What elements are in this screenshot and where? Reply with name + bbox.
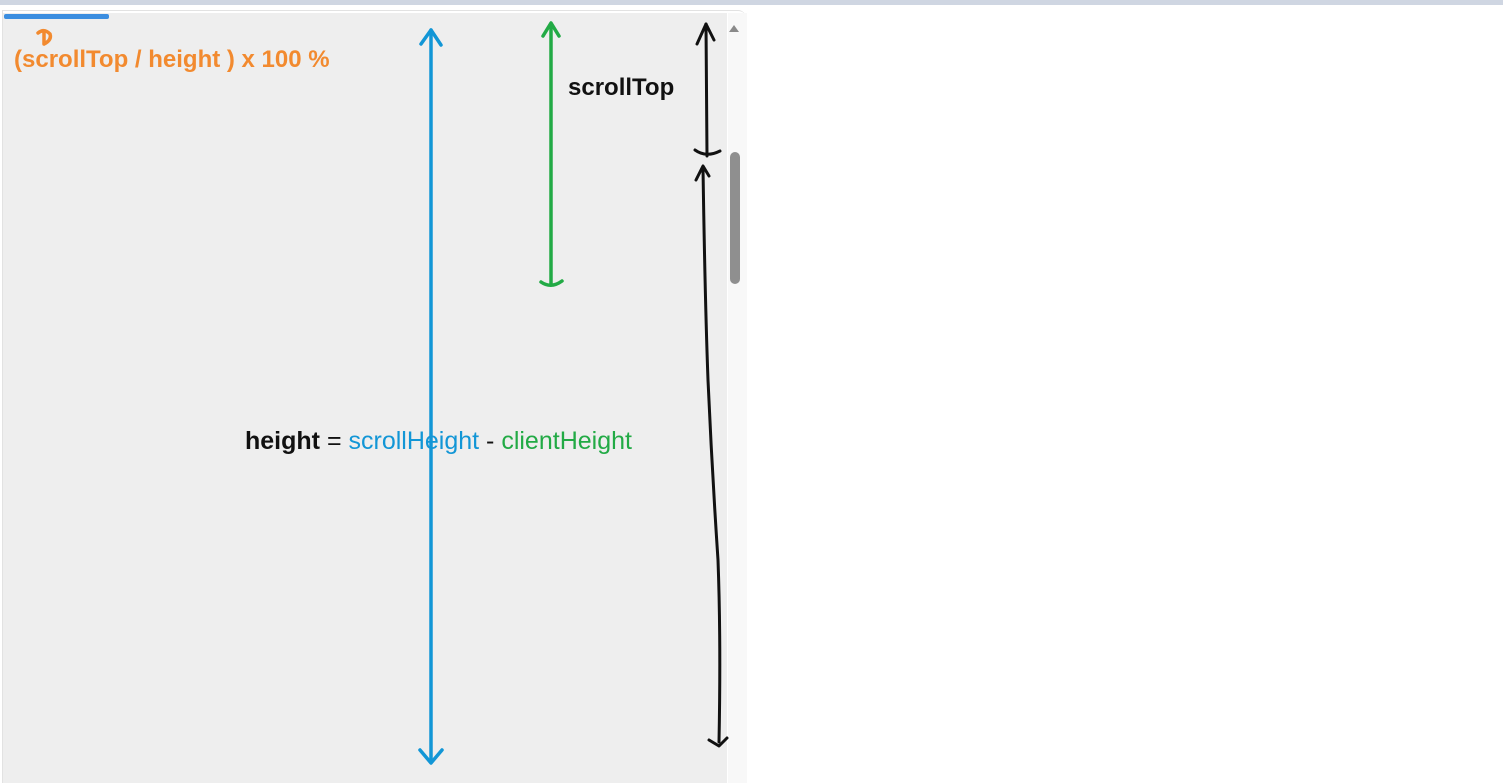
scroll-up-arrow-icon[interactable] [729,25,739,32]
scrolltop-label: scrollTop [568,74,675,101]
height-formula-label: height = scrollHeight - clientHeight [245,427,632,455]
percent-formula-label: (scrollTop / height ) x 100 % [14,46,330,73]
scroll-content-area [3,13,727,783]
scroll-container [2,10,747,783]
window-top-strip [0,0,1503,5]
minus-sign: - [479,427,502,455]
scrollheight-term: scrollHeight [348,427,480,455]
height-term: height [245,427,320,455]
clientheight-term: clientHeight [501,427,632,455]
equals-sign: = [320,427,349,455]
scrollbar-track[interactable] [728,13,747,783]
scrollbar-thumb[interactable] [730,152,740,284]
scroll-progress-bar [4,14,109,19]
